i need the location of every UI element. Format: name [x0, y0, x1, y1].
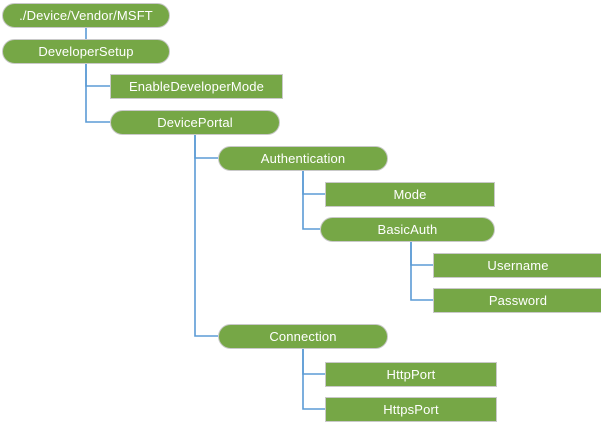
- node-label-mode: Mode: [393, 187, 427, 202]
- node-label-root: ./Device/Vendor/MSFT: [19, 8, 153, 23]
- edge-authentication-to-basicauth: [302, 171, 320, 230]
- node-label-deviceportal: DevicePortal: [157, 115, 233, 130]
- node-password[interactable]: Password: [433, 288, 601, 313]
- node-label-httpport: HttpPort: [386, 367, 436, 382]
- edge-connection-to-httpsport: [302, 349, 325, 410]
- node-label-username: Username: [487, 258, 549, 273]
- node-label-authentication: Authentication: [260, 151, 346, 166]
- node-label-httpsport: HttpsPort: [383, 402, 439, 417]
- edge-deviceportal-to-connection: [194, 135, 218, 337]
- node-enabledevelopermode[interactable]: EnableDeveloperMode: [110, 74, 283, 99]
- edge-connection-to-httpport: [302, 349, 325, 375]
- edge-basicauth-to-username: [410, 242, 433, 266]
- edge-developersetup-to-deviceportal: [85, 64, 110, 123]
- edge-basicauth-to-password: [410, 242, 433, 301]
- node-httpsport[interactable]: HttpsPort: [325, 397, 497, 422]
- edge-authentication-to-mode: [302, 171, 325, 195]
- node-label-basicauth: BasicAuth: [377, 222, 438, 237]
- node-connection[interactable]: Connection: [218, 324, 388, 349]
- edge-deviceportal-to-authentication: [194, 135, 218, 159]
- node-username[interactable]: Username: [433, 253, 601, 278]
- node-label-enabledevelopermode: EnableDeveloperMode: [128, 79, 265, 94]
- node-label-password: Password: [488, 293, 548, 308]
- node-httpport[interactable]: HttpPort: [325, 362, 497, 387]
- node-developersetup[interactable]: DeveloperSetup: [2, 39, 170, 64]
- node-mode[interactable]: Mode: [325, 182, 495, 207]
- node-label-developersetup: DeveloperSetup: [38, 44, 134, 59]
- node-deviceportal[interactable]: DevicePortal: [110, 110, 280, 135]
- node-authentication[interactable]: Authentication: [218, 146, 388, 171]
- node-basicauth[interactable]: BasicAuth: [320, 217, 495, 242]
- node-root[interactable]: ./Device/Vendor/MSFT: [2, 3, 170, 28]
- node-label-connection: Connection: [269, 329, 337, 344]
- edge-developersetup-to-enabledevelopermode: [85, 64, 110, 87]
